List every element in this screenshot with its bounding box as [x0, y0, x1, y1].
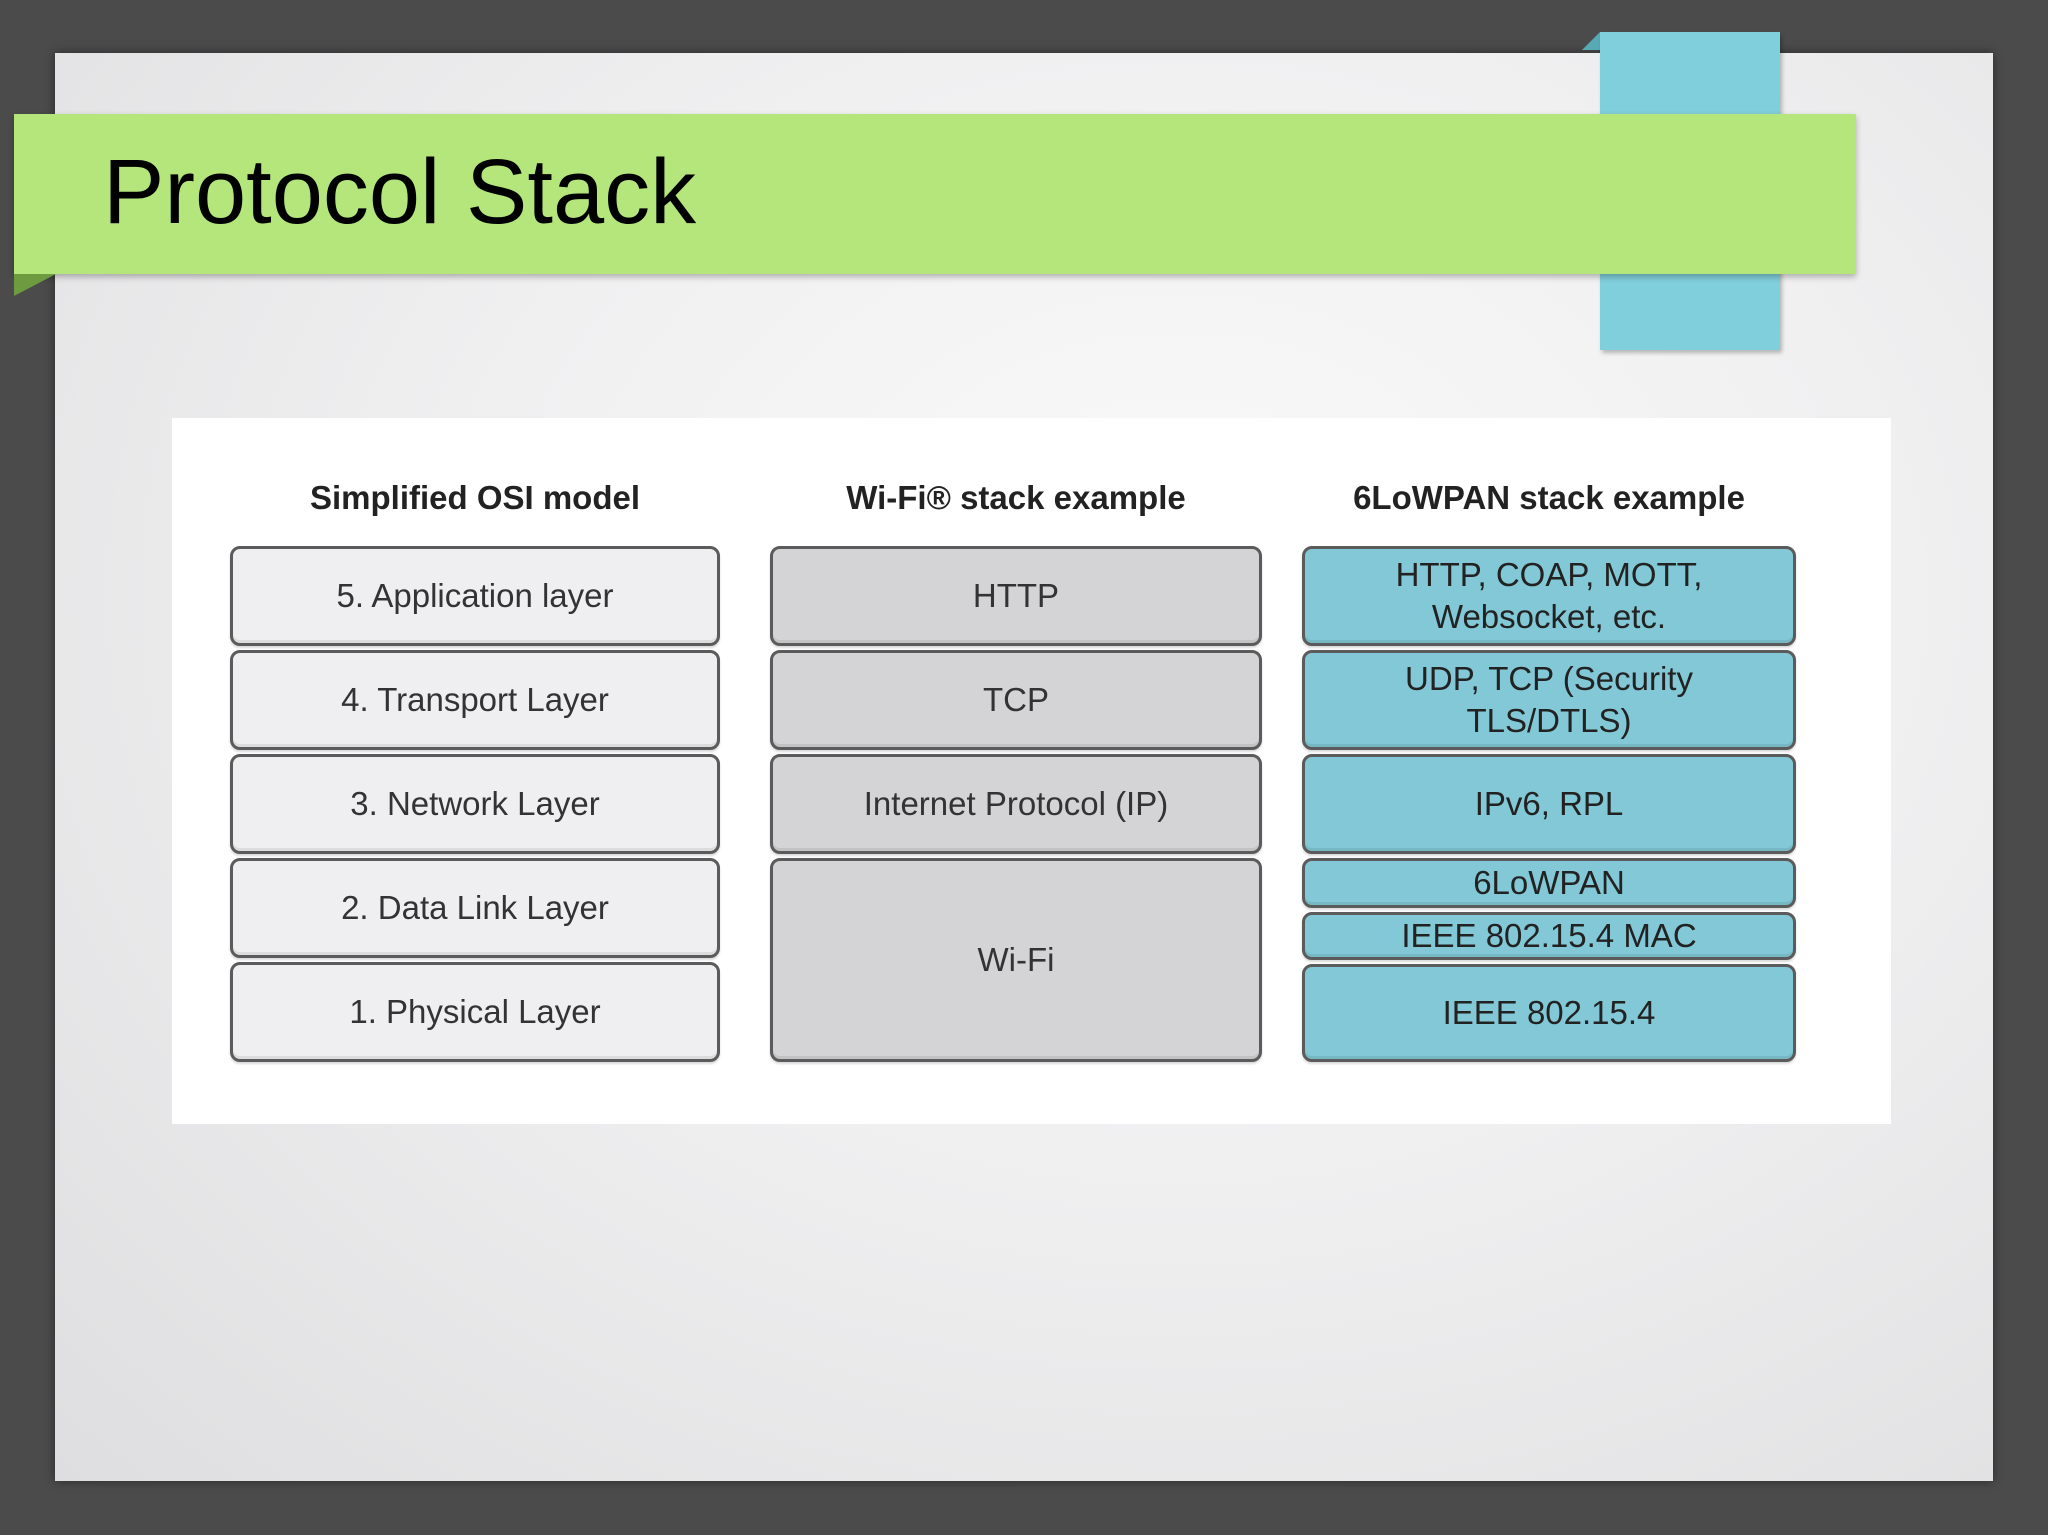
lowpan-layer-transport: UDP, TCP (Security TLS/DTLS) [1302, 650, 1796, 750]
title-band [14, 114, 1856, 274]
lowpan-layer-mac: IEEE 802.15.4 MAC [1302, 912, 1796, 960]
lowpan-column-header: 6LoWPAN stack example [1353, 479, 1745, 516]
lowpan-layer-network: IPv6, RPL [1302, 754, 1796, 854]
wifi-layer-tcp: TCP [770, 650, 1262, 750]
lowpan-layer-application: HTTP, COAP, MOTT, Websocket, etc. [1302, 546, 1796, 646]
lowpan-layer-physical: IEEE 802.15.4 [1302, 964, 1796, 1062]
wifi-column-header: Wi-Fi® stack example [846, 479, 1186, 516]
protocol-stack-diagram: Simplified OSI model Wi-Fi® stack exampl… [172, 418, 1891, 1124]
accent-tab-fold [1582, 32, 1600, 50]
osi-column-header: Simplified OSI model [309, 479, 641, 516]
slide-title: Protocol Stack [103, 141, 697, 243]
wifi-layer-ip: Internet Protocol (IP) [770, 754, 1262, 854]
osi-layer-data-link: 2. Data Link Layer [230, 858, 720, 958]
wifi-layer-wifi: Wi-Fi [770, 858, 1262, 1062]
osi-layer-transport: 4. Transport Layer [230, 650, 720, 750]
wifi-layer-http: HTTP [770, 546, 1262, 646]
osi-layer-network: 3. Network Layer [230, 754, 720, 854]
title-band-fold [14, 274, 56, 296]
lowpan-layer-adaptation: 6LoWPAN [1302, 858, 1796, 908]
osi-layer-physical: 1. Physical Layer [230, 962, 720, 1062]
osi-layer-application: 5. Application layer [230, 546, 720, 646]
